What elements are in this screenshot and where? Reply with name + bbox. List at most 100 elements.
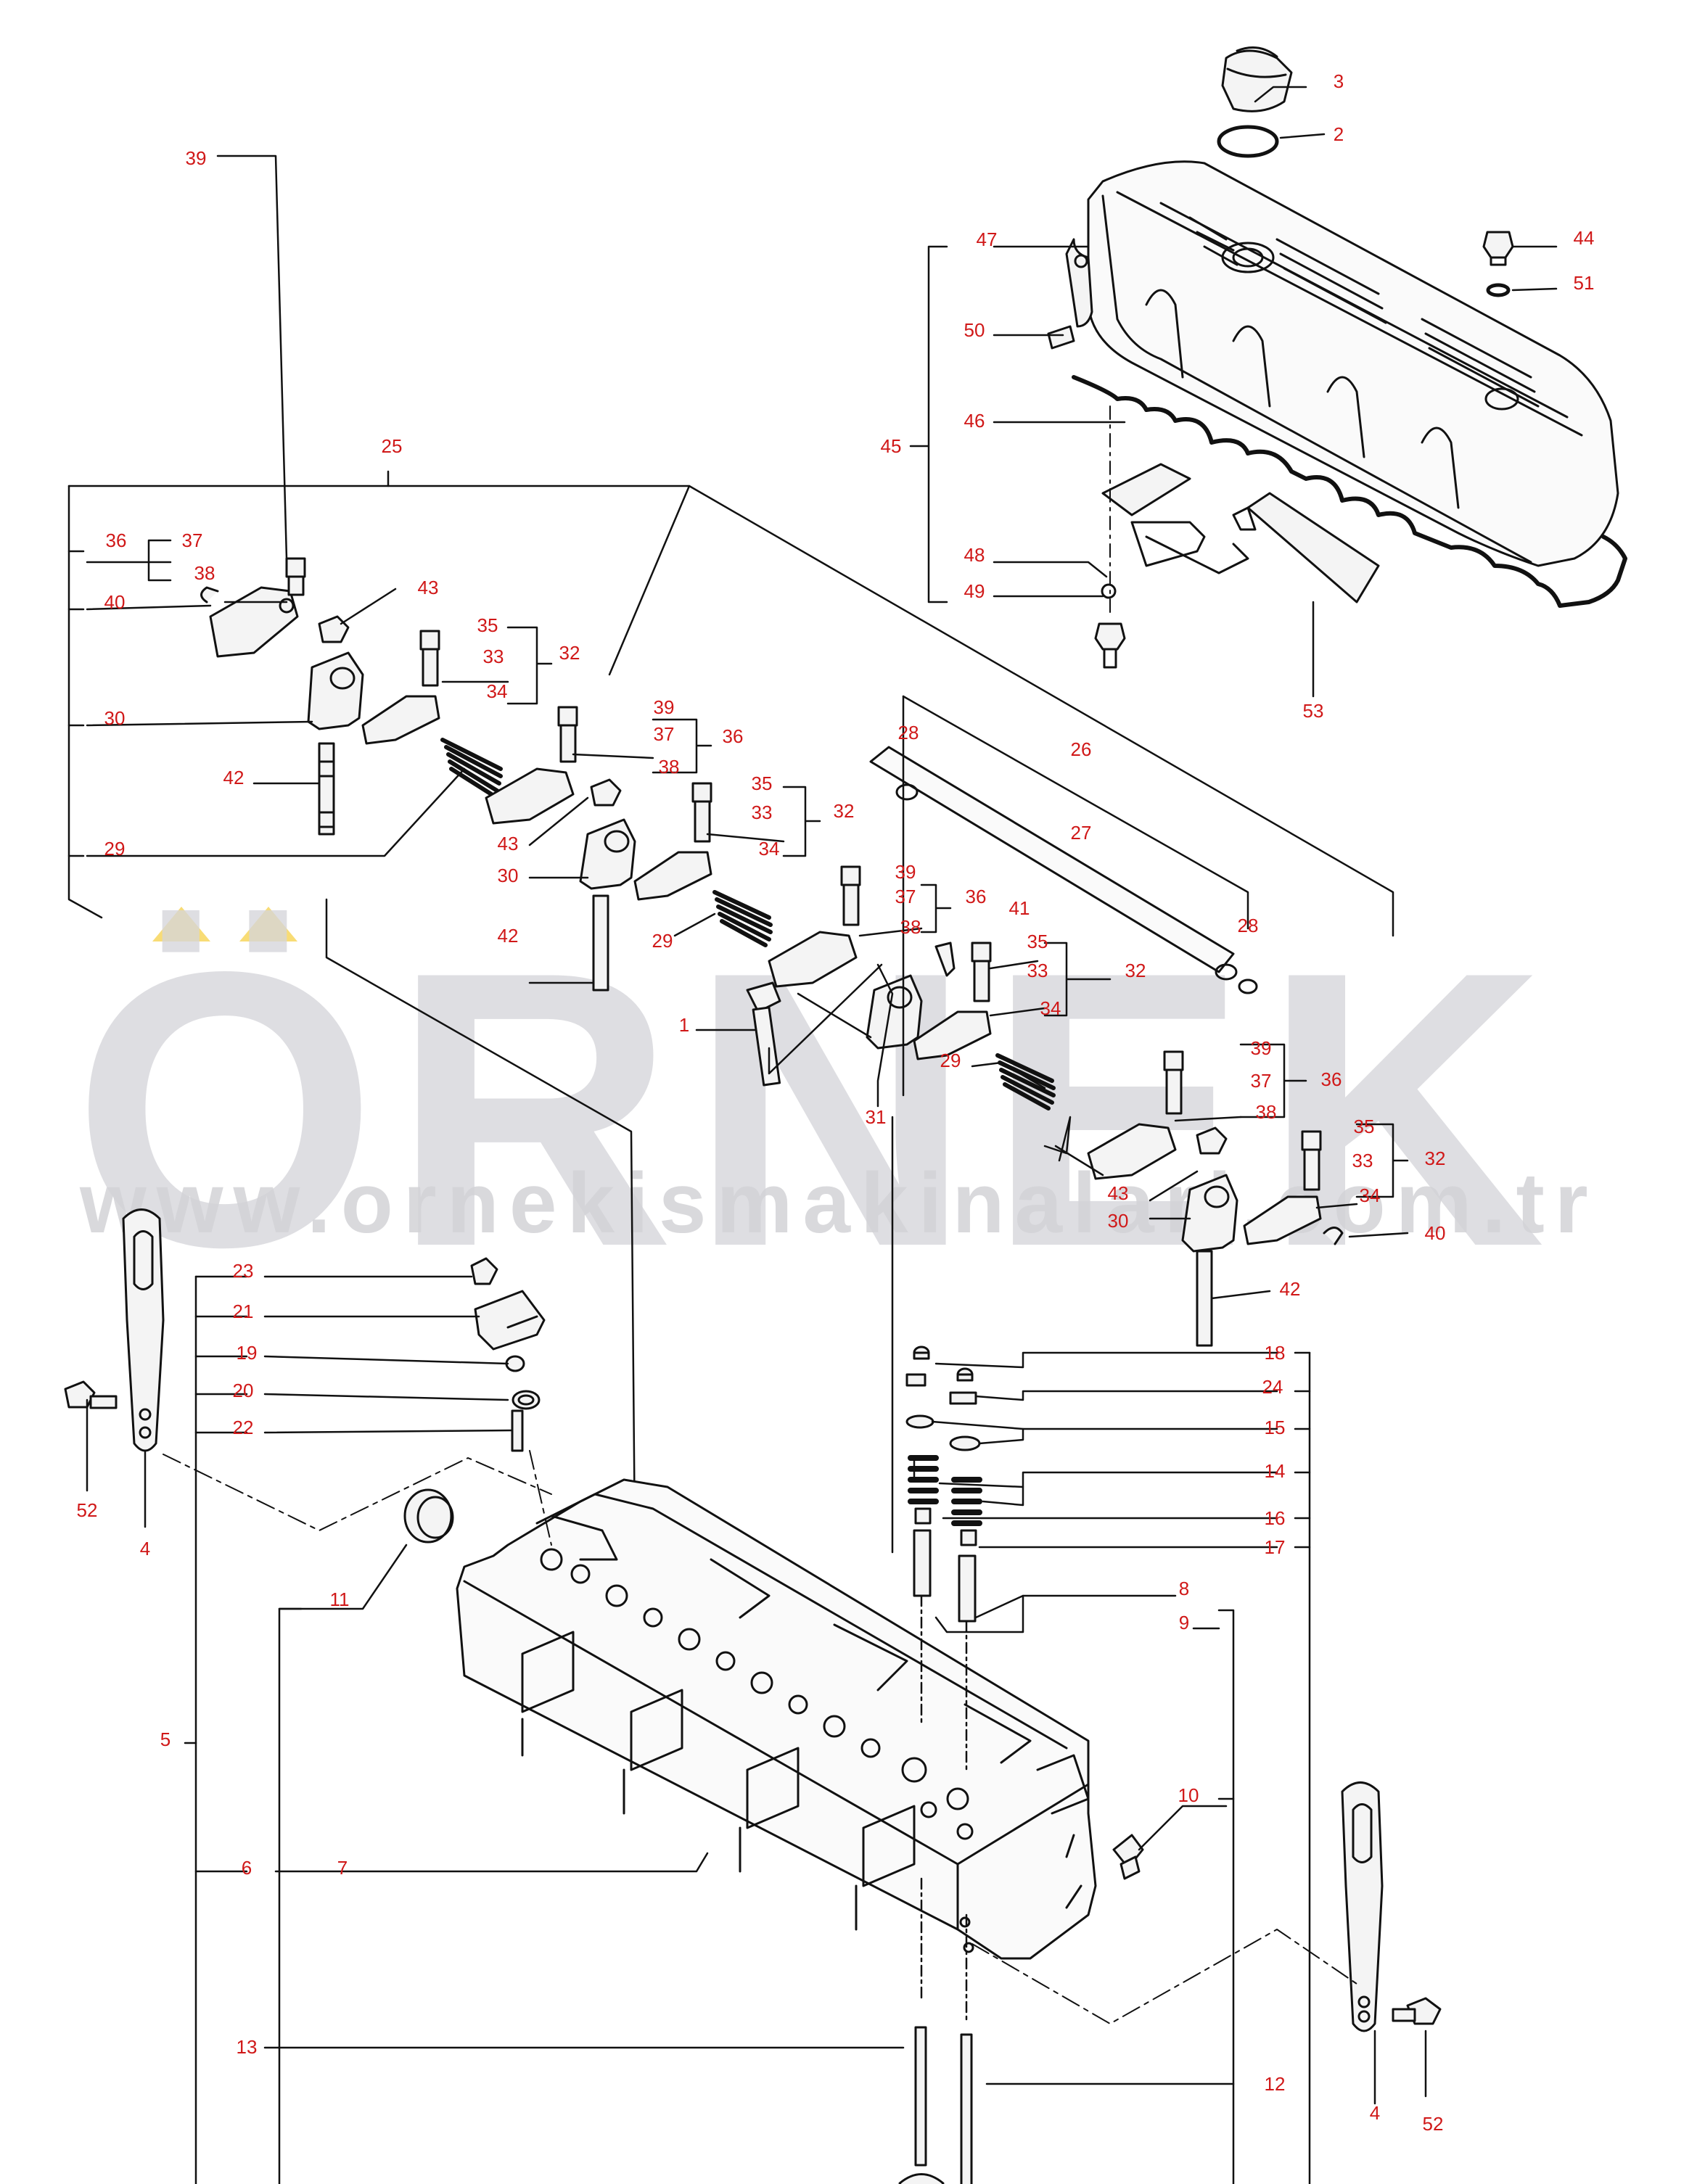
rocker-shaft	[869, 746, 1258, 994]
callout-39-c: 39	[895, 861, 916, 883]
callout-30-c: 30	[1107, 1210, 1129, 1232]
callout-19: 19	[236, 1342, 258, 1364]
dash-center-lines	[163, 1450, 1357, 2024]
stud-1	[318, 742, 335, 836]
callout-35-a: 35	[477, 614, 498, 636]
callout-42-c: 42	[1279, 1278, 1301, 1300]
bracket-lines-top	[909, 86, 1558, 698]
spring-3	[995, 1053, 1056, 1110]
callout-48: 48	[964, 544, 985, 566]
callout-43-a: 43	[417, 577, 439, 598]
callout-1: 1	[678, 1014, 690, 1036]
spring-2	[712, 890, 773, 947]
o-ring	[1217, 125, 1279, 158]
callout-41: 41	[1008, 897, 1030, 919]
callout-37-a: 37	[181, 529, 203, 551]
rocker-support-2	[579, 778, 636, 890]
callout-38-c: 38	[900, 916, 921, 938]
rocker-frame-lines	[67, 470, 1394, 937]
sealant-tube	[1232, 492, 1380, 603]
callout-29-b: 29	[652, 930, 673, 952]
callout-31: 31	[865, 1106, 887, 1128]
lower-leader-lines	[86, 1275, 1427, 2184]
rocker-support-3	[866, 974, 923, 1050]
callout-42-a: 42	[223, 767, 245, 788]
rocker-arm-5	[768, 865, 861, 988]
callout-18: 18	[1264, 1342, 1286, 1364]
callout-4-left: 4	[139, 1538, 151, 1559]
callout-13: 13	[236, 2036, 258, 2058]
lifting-eye-left	[122, 1208, 165, 1452]
callout-38-b: 38	[658, 756, 680, 778]
callout-45: 45	[880, 435, 902, 457]
valve-cover-bolt	[1482, 231, 1514, 266]
callout-28-a: 28	[897, 722, 919, 743]
callout-47: 47	[976, 228, 998, 250]
valve-stem-seal-parts	[905, 1346, 981, 1451]
cylinder-head	[456, 1478, 1097, 1960]
lifting-eye-bolt-right	[1392, 1997, 1442, 2025]
rocker-arm-2	[361, 630, 440, 745]
callout-38-d: 38	[1255, 1101, 1277, 1123]
callout-3: 3	[1333, 70, 1344, 92]
stud-3	[1196, 1250, 1213, 1347]
stud-2	[592, 894, 609, 992]
callout-7: 7	[337, 1857, 348, 1879]
lifting-eye-bolt-left	[64, 1380, 118, 1409]
callout-52-right: 52	[1422, 2113, 1444, 2135]
callout-34-c: 34	[1040, 997, 1061, 1019]
callout-43-b: 43	[497, 833, 519, 854]
callout-39-b: 39	[653, 696, 675, 718]
callout-15: 15	[1264, 1417, 1286, 1438]
rocker-arm-4	[633, 782, 712, 901]
breather-tube	[1065, 238, 1093, 328]
callout-35-b: 35	[751, 772, 773, 794]
rocker-support-1	[307, 615, 364, 730]
callout-38-a: 38	[194, 562, 215, 584]
callout-2: 2	[1333, 123, 1344, 145]
callout-32-c: 32	[1125, 960, 1146, 981]
callout-36-c: 36	[965, 886, 987, 907]
callout-34-a: 34	[486, 680, 508, 702]
callout-46: 46	[964, 410, 985, 432]
callout-30-b: 30	[497, 865, 519, 886]
rocker-leader-lines	[86, 154, 1409, 1539]
callout-49: 49	[964, 580, 985, 602]
valve-cover	[1087, 160, 1619, 567]
callout-35-c: 35	[1027, 931, 1048, 952]
callout-28-b: 28	[1237, 915, 1259, 936]
callout-32-b: 32	[833, 800, 855, 822]
rocker-arm-3	[485, 706, 578, 825]
callout-11: 11	[329, 1588, 350, 1610]
callout-39-d: 39	[1250, 1037, 1272, 1059]
callout-40-b: 40	[1424, 1222, 1446, 1244]
callout-34-d: 34	[1359, 1184, 1381, 1206]
oil-filler-cap	[1221, 46, 1293, 112]
breather-plate	[1101, 463, 1249, 599]
callout-36-d: 36	[1320, 1068, 1342, 1090]
callout-23: 23	[232, 1260, 254, 1282]
callout-29-a: 29	[104, 838, 126, 860]
callout-36-b: 36	[722, 725, 744, 747]
callout-21: 21	[232, 1301, 254, 1322]
callout-22: 22	[232, 1417, 254, 1438]
callout-43-c: 43	[1107, 1182, 1129, 1204]
valve-guide-lines	[920, 1594, 968, 2025]
valve-springs	[908, 1455, 982, 1526]
cover-bolt-lower	[1094, 622, 1126, 669]
callout-8: 8	[1178, 1578, 1190, 1599]
callout-20: 20	[232, 1380, 254, 1401]
callout-32-a: 32	[559, 642, 580, 664]
callout-39-a: 39	[185, 147, 207, 169]
callout-51: 51	[1573, 272, 1595, 294]
callout-17: 17	[1264, 1536, 1286, 1558]
callout-37-d: 37	[1250, 1070, 1272, 1092]
exhaust-valve	[960, 2033, 973, 2184]
callout-52-left: 52	[76, 1499, 98, 1521]
callout-10: 10	[1178, 1784, 1199, 1806]
callout-33-c: 33	[1027, 960, 1048, 981]
callout-50: 50	[964, 319, 985, 341]
washer	[1486, 283, 1511, 297]
core-plug	[403, 1488, 454, 1544]
